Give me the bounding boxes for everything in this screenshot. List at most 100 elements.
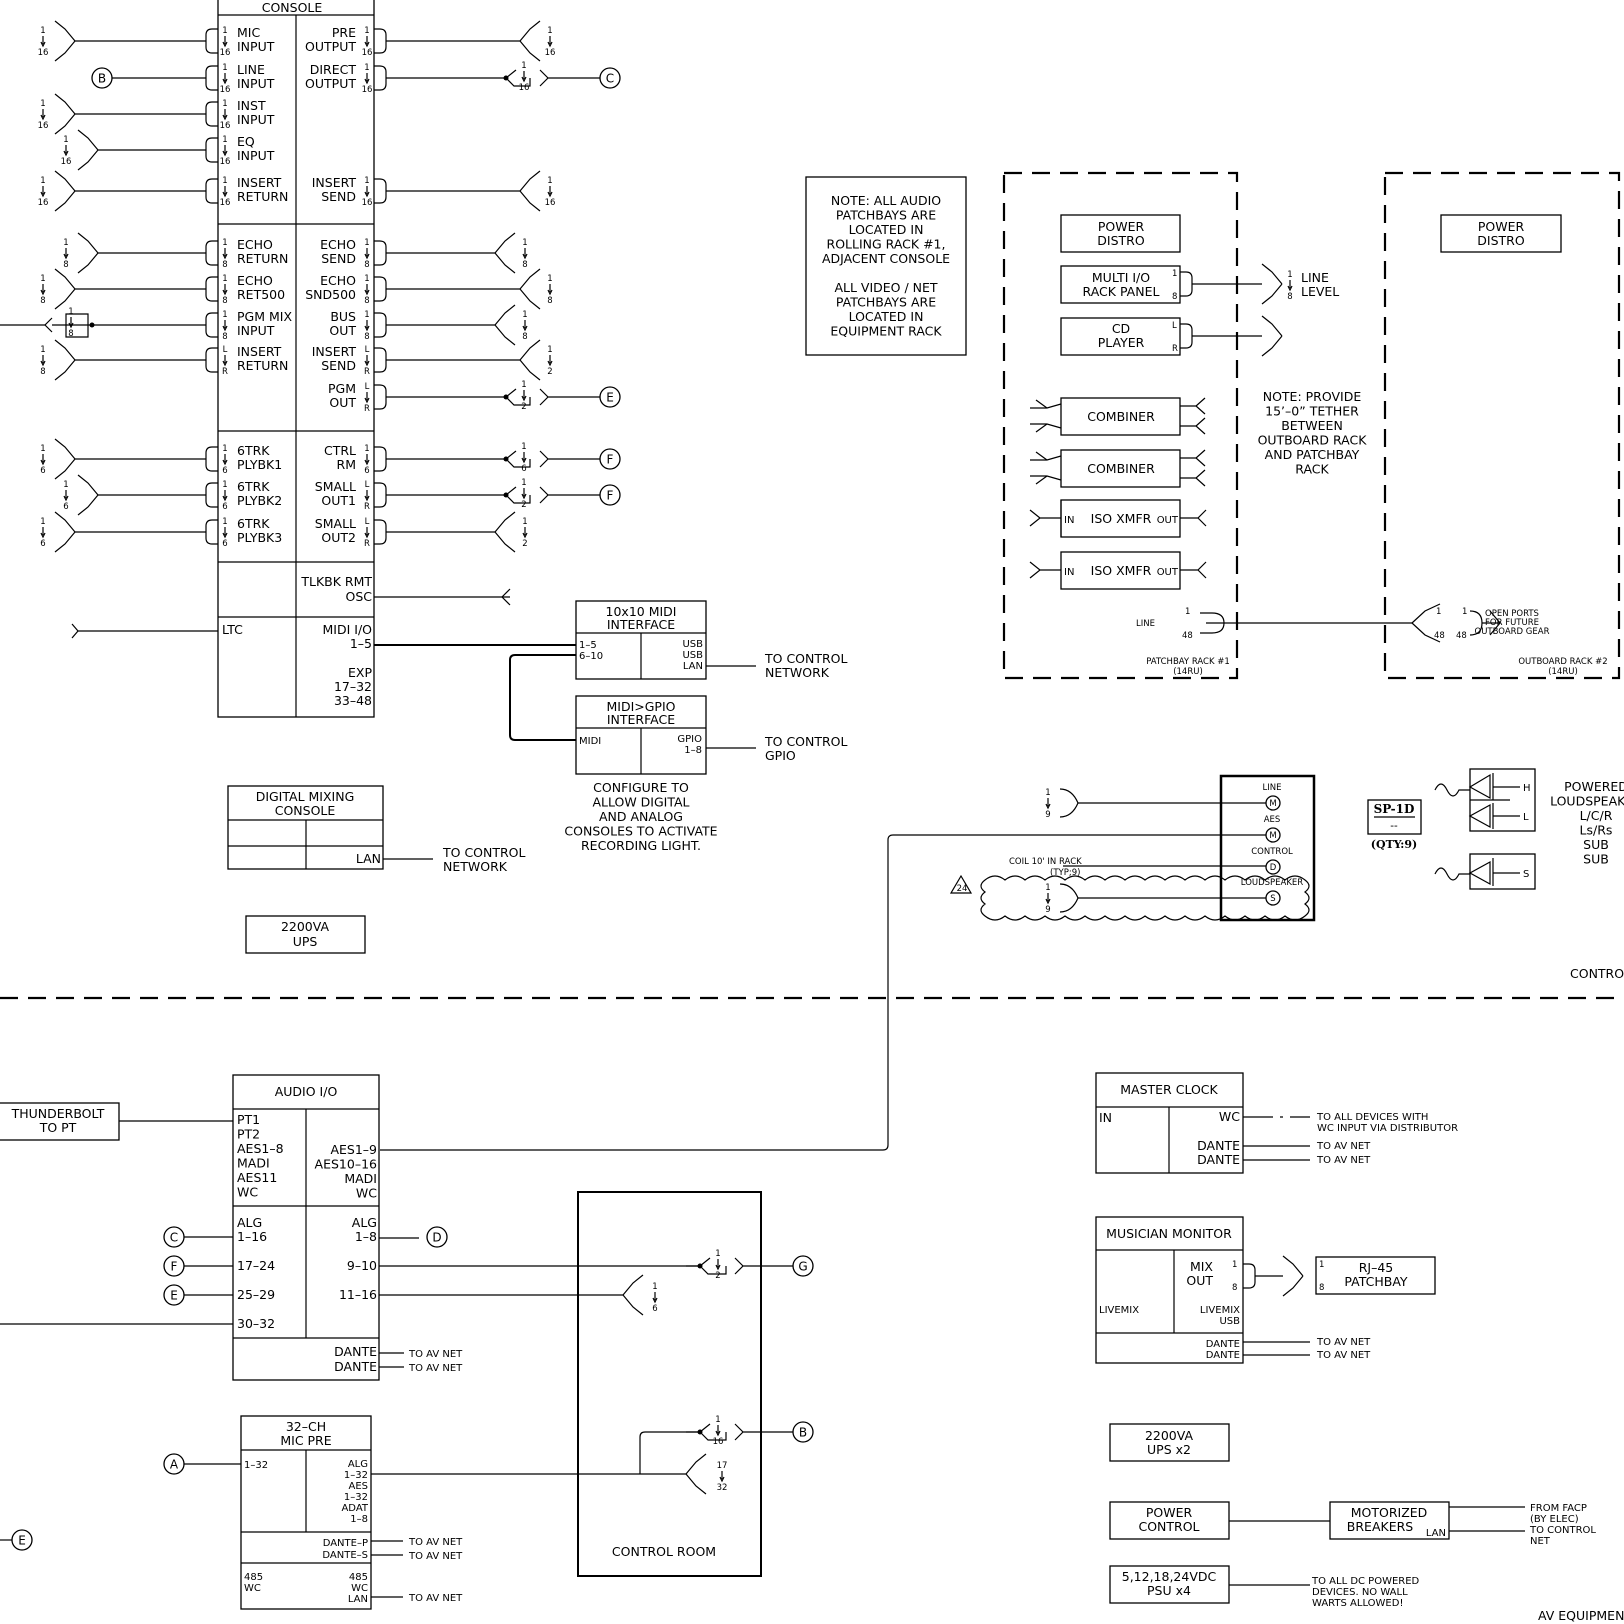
- mic-pre-output: 1–32: [344, 1470, 368, 1481]
- right-patch-jack: [519, 20, 541, 62]
- psu-1: 5,12,18,24VDC: [1122, 1569, 1217, 1584]
- range-end: 16: [61, 157, 72, 167]
- facp-3: TO CONTROL: [1529, 1525, 1596, 1536]
- console-output-plug: [374, 240, 387, 266]
- left-patch-range: 18: [40, 274, 45, 306]
- console-left-range: 116: [220, 99, 231, 131]
- range-start: 1: [364, 310, 369, 320]
- console-left-label: 6TRK: [237, 479, 270, 494]
- console-left-label: RETURN: [237, 251, 288, 266]
- mic-pre-to-av-2: TO AV NET: [408, 1551, 463, 1562]
- rack1-power-distro-2: DISTRO: [1097, 233, 1145, 248]
- console-right-label: SMALL: [315, 516, 356, 531]
- patchbay-rack-outline: [1002, 171, 1239, 680]
- rack2-num-1b: 1: [1462, 607, 1467, 617]
- rack2-jack-in: [1411, 603, 1441, 643]
- range-end: 2: [715, 1271, 720, 1281]
- left-patch-range: 116: [38, 99, 49, 131]
- connector-letter: F: [171, 1260, 178, 1274]
- audio-io-port: AES1–9: [330, 1142, 377, 1157]
- range-start: 1: [63, 480, 68, 490]
- range-end: 6: [222, 539, 227, 549]
- master-clock-title: MASTER CLOCK: [1120, 1082, 1218, 1097]
- mm-to-av-1: TO AV NET: [1316, 1337, 1371, 1348]
- tether-note-line: NOTE: PROVIDE: [1263, 389, 1362, 404]
- digital-console-lan: LAN: [356, 851, 381, 866]
- sp-tag-dash: --: [1390, 819, 1398, 832]
- connector-d: D: [426, 1226, 448, 1248]
- console-input-plug: [205, 482, 218, 508]
- connector-a: A: [163, 1453, 185, 1475]
- range-start: 1: [222, 238, 227, 248]
- connector-letter: E: [18, 1534, 26, 1548]
- console-left-label: INPUT: [237, 76, 275, 91]
- mic-pre-output: 1–8: [350, 1514, 368, 1525]
- range-start: 1: [522, 517, 527, 527]
- audio-io-to-av-1: TO AV NET: [408, 1349, 463, 1360]
- ltc-label: LTC: [222, 622, 243, 637]
- console-right-label: OUT2: [321, 530, 356, 545]
- audio-io-port: PT1: [237, 1112, 260, 1127]
- range-end: 6: [40, 539, 45, 549]
- mic-pre-output: ALG: [348, 1459, 368, 1470]
- normalled-range: 12: [521, 478, 526, 510]
- console-left-label: ECHO: [237, 273, 273, 288]
- console-right-label: PRE: [332, 25, 356, 40]
- left-patch-jack: [54, 20, 76, 62]
- mix-out-plug: [1243, 1263, 1256, 1289]
- facp-4: NET: [1530, 1536, 1551, 1547]
- connector-letter: A: [170, 1458, 179, 1472]
- audio-io-port: WC: [356, 1186, 377, 1201]
- range-end: 8: [364, 332, 369, 342]
- connector-c: C: [163, 1226, 185, 1248]
- range-end: 16: [713, 1437, 724, 1447]
- psu-2: PSU x4: [1147, 1583, 1191, 1598]
- master-clock-dante-1: DANTE: [1197, 1138, 1240, 1153]
- digital-console-title-1: DIGITAL MIXING: [256, 789, 355, 804]
- console-left-range: 18: [222, 310, 227, 342]
- midi-usb-2: USB: [682, 650, 703, 661]
- range-end: 8: [522, 260, 527, 270]
- console-wiring: 1161161161161818181616161811611618181812…: [0, 20, 600, 553]
- left-patch-jack: [77, 474, 99, 516]
- connector-letter: F: [607, 489, 614, 503]
- left-patch-jack: [77, 129, 99, 171]
- cd-l: L: [1172, 321, 1177, 331]
- range-start: 1: [652, 1282, 657, 1292]
- range-start: 1: [222, 444, 227, 454]
- console-left-label: ECHO: [237, 237, 273, 252]
- master-clock-dante-2: DANTE: [1197, 1152, 1240, 1167]
- multi-io-2: RACK PANEL: [1083, 284, 1160, 299]
- line-level-2: LEVEL: [1301, 284, 1339, 299]
- range-end: 6: [652, 1304, 657, 1314]
- console-left-range: 116: [220, 176, 231, 208]
- mic-pre-output: AES: [348, 1481, 368, 1492]
- facp-2: (BY ELEC): [1530, 1514, 1579, 1525]
- console-left-label: PLYBK3: [237, 530, 282, 545]
- rack1-line-plug: [1206, 612, 1412, 634]
- line-level-jack: [1261, 263, 1283, 305]
- iso-output: [1180, 509, 1207, 527]
- rj45-1: RJ–45: [1359, 1260, 1394, 1275]
- console-left-label: PLYBK1: [237, 457, 282, 472]
- console-right-range: LR: [364, 517, 370, 549]
- range-end: 8: [522, 332, 527, 342]
- connector-f: F: [599, 484, 621, 506]
- left-patch-jack: [54, 511, 76, 553]
- midi-io-label: MIDI I/O: [323, 622, 373, 637]
- range-end: 2: [521, 500, 526, 510]
- rj45-jack: [1282, 1255, 1304, 1297]
- ups-1-line-1: 2200VA: [281, 919, 330, 934]
- console-input-plug: [205, 137, 218, 163]
- wc-to-all-1: TO ALL DEVICES WITH: [1316, 1112, 1428, 1123]
- range-start: 1: [222, 274, 227, 284]
- console-input-plug: [205, 446, 218, 472]
- clock-to-av-2: TO AV NET: [1316, 1155, 1371, 1166]
- digital-console-box: DIGITAL MIXING CONSOLE LAN: [227, 785, 384, 870]
- to-control-network-2b: NETWORK: [443, 859, 508, 874]
- iso1-out: OUT: [1157, 515, 1179, 526]
- rack1-power-distro-1: POWER: [1098, 219, 1145, 234]
